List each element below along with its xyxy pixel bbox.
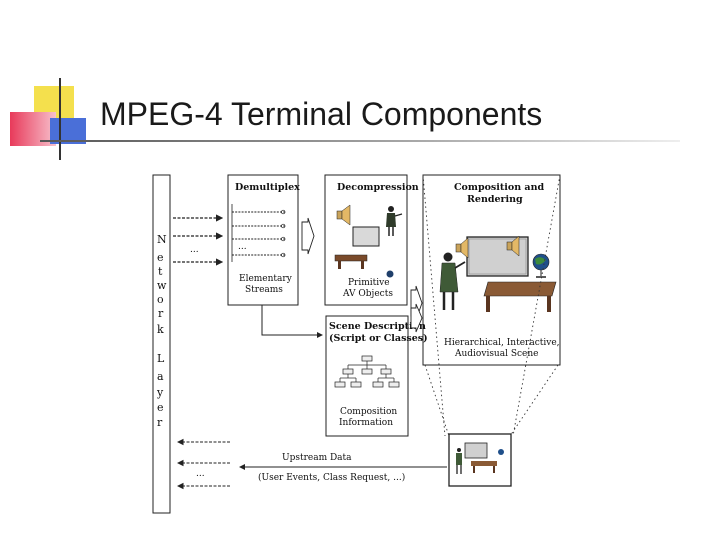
- screen-icon: [352, 226, 380, 247]
- large-desk-icon: [483, 281, 557, 312]
- composition-title-1: Composition and: [454, 182, 544, 193]
- globe-icon: [386, 270, 394, 278]
- title-underline: [40, 140, 680, 142]
- scene-to-composition-arrow: [410, 303, 423, 333]
- desk-icon: [334, 254, 368, 269]
- upstream-label: Upstream Data: [282, 453, 352, 463]
- scene-description-box: [325, 315, 409, 437]
- composition-title-2: Rendering: [467, 194, 523, 205]
- decompression-caption-1: Primitive: [348, 278, 390, 288]
- demultiplex-caption-1: Elementary: [239, 274, 293, 284]
- speaker-left-icon: [455, 237, 469, 259]
- composition-caption-2: Audiovisual Scene: [454, 349, 539, 359]
- decompression-title: Decompression: [337, 182, 419, 193]
- scene-description-title-2: (Script or Classes): [329, 333, 428, 344]
- upstream-detail: (User Events, Class Request, ...): [258, 472, 405, 483]
- network-letter: r: [158, 307, 164, 320]
- network-streams: [173, 214, 224, 266]
- upstream-arrows: [176, 438, 230, 490]
- composition-caption-1: Hierarchical, Interactive,: [444, 338, 560, 348]
- network-letter: a: [157, 370, 164, 383]
- network-letter: e: [157, 251, 164, 264]
- decompression-box: [324, 174, 408, 306]
- network-letter: e: [157, 401, 164, 414]
- demultiplex-caption-2: Streams: [245, 285, 283, 295]
- deco-vertical-line: [59, 78, 61, 160]
- speaker-icon: [336, 204, 351, 226]
- network-layer-label: N e t w o r k L a y e r: [156, 233, 167, 429]
- network-letter: y: [156, 386, 164, 399]
- network-streams-ellipsis: ...: [190, 245, 199, 255]
- network-layer-column: [152, 174, 171, 514]
- speaker-right-icon: [506, 235, 520, 257]
- large-presenter-icon: [439, 252, 466, 310]
- scene-tree-icon: [334, 355, 400, 388]
- network-letter: o: [157, 293, 164, 306]
- output-thumbnail: [448, 433, 512, 487]
- deco-blue-square: [50, 118, 86, 144]
- scene-description-caption-2: Information: [339, 418, 393, 428]
- perspective-lines: [422, 174, 561, 437]
- demultiplex-ellipsis: ...: [238, 242, 247, 252]
- network-letter: w: [157, 279, 167, 292]
- upstream-ellipsis: ...: [196, 469, 205, 479]
- demultiplex-title: Demultiplex: [235, 182, 300, 193]
- network-letter: r: [157, 416, 163, 429]
- scene-description-title-1: Scene Description: [329, 321, 426, 332]
- demux-to-decompression-arrow: [301, 217, 315, 255]
- network-letter: k: [157, 323, 164, 336]
- decompression-caption-2: AV Objects: [342, 289, 393, 299]
- network-letter: t: [158, 265, 163, 278]
- slide-title: MPEG-4 Terminal Components: [100, 96, 543, 132]
- demultiplex-box: [227, 174, 299, 306]
- presenter-icon: [386, 206, 403, 236]
- scene-description-caption-1: Composition: [340, 407, 397, 417]
- network-letter: N: [157, 233, 167, 246]
- network-letter: L: [157, 352, 165, 365]
- large-globe-icon: [532, 253, 550, 278]
- demux-to-scene-connector: [261, 305, 323, 338]
- composition-rendering-box: [422, 174, 561, 366]
